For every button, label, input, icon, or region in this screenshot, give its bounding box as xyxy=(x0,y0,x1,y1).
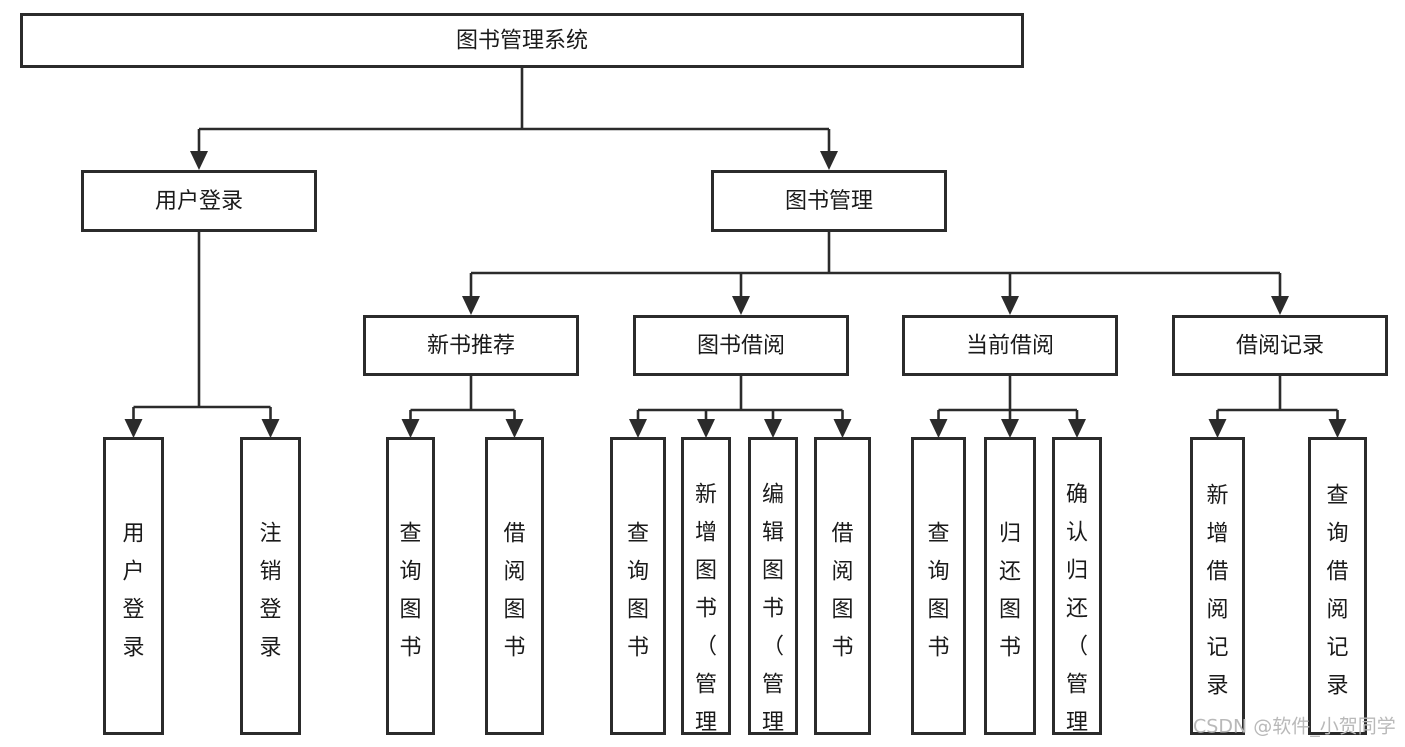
connector-layer xyxy=(124,68,1347,438)
node-label: 查询图书 xyxy=(399,521,421,660)
node-layer: 图书管理系统用户登录图书管理新书推荐图书借阅当前借阅借阅记录用户登录注销登录查询… xyxy=(20,13,1388,747)
node-box xyxy=(911,437,966,735)
node-label: 查询借阅记录 xyxy=(1326,483,1348,698)
node-label: 编辑图书（管理员） xyxy=(762,482,784,747)
node-label: 图书管理 xyxy=(785,189,873,214)
node-label: 注销登录 xyxy=(259,521,281,660)
node-box xyxy=(633,315,849,376)
diagram-node-leaf-1[interactable]: 注销登录 xyxy=(240,437,301,735)
node-label: 新书推荐 xyxy=(427,334,515,359)
node-box xyxy=(1052,437,1102,735)
node-label: 用户登录 xyxy=(122,521,144,660)
node-box xyxy=(681,437,731,735)
node-box xyxy=(748,437,798,735)
node-label: 查询图书 xyxy=(627,521,649,660)
diagram-node-root-0[interactable]: 图书管理系统 xyxy=(20,13,1024,68)
node-box xyxy=(386,437,435,735)
diagram-node-l3-1[interactable]: 图书借阅 xyxy=(633,315,849,376)
node-label: 借阅记录 xyxy=(1236,334,1324,359)
arrow-head-icon xyxy=(190,151,208,170)
node-box xyxy=(81,170,317,232)
diagram-node-leaf-5[interactable]: 新增图书（管理员） xyxy=(681,437,731,747)
node-box xyxy=(1190,437,1245,735)
node-box xyxy=(814,437,871,735)
diagram-node-l3-3[interactable]: 借阅记录 xyxy=(1172,315,1388,376)
node-box xyxy=(610,437,666,735)
node-box xyxy=(485,437,544,735)
node-box xyxy=(902,315,1118,376)
diagram-node-leaf-12[interactable]: 查询借阅记录 xyxy=(1308,437,1367,735)
diagram-node-l3-0[interactable]: 新书推荐 xyxy=(363,315,579,376)
node-box xyxy=(103,437,164,735)
arrow-head-icon xyxy=(732,296,750,315)
diagram-node-leaf-6[interactable]: 编辑图书（管理员） xyxy=(748,437,798,747)
diagram-node-leaf-4[interactable]: 查询图书 xyxy=(610,437,666,735)
node-box xyxy=(984,437,1036,735)
arrow-head-icon xyxy=(505,419,524,438)
diagram-node-leaf-7[interactable]: 借阅图书 xyxy=(814,437,871,735)
node-label: 归还图书 xyxy=(999,521,1021,660)
arrow-head-icon xyxy=(1001,419,1019,438)
diagram-node-leaf-3[interactable]: 借阅图书 xyxy=(485,437,544,735)
node-label: 用户登录 xyxy=(155,189,243,214)
diagram-node-l2-1[interactable]: 图书管理 xyxy=(711,170,947,232)
arrow-head-icon xyxy=(629,419,647,438)
arrow-head-icon xyxy=(929,419,948,438)
arrow-head-icon xyxy=(462,296,480,315)
arrow-head-icon xyxy=(697,419,715,438)
node-label: 确认归还（管理员） xyxy=(1066,482,1088,747)
arrow-head-icon xyxy=(1271,296,1289,315)
arrow-head-icon xyxy=(820,151,838,170)
arrow-head-icon xyxy=(1001,296,1019,315)
node-label: 新增图书（管理员） xyxy=(695,482,717,747)
node-label: 图书借阅 xyxy=(697,334,785,359)
node-label: 图书管理系统 xyxy=(456,29,588,54)
arrow-head-icon xyxy=(1068,419,1086,438)
node-box xyxy=(711,170,947,232)
diagram-node-leaf-0[interactable]: 用户登录 xyxy=(103,437,164,735)
node-label: 借阅图书 xyxy=(503,521,525,660)
diagram-node-leaf-10[interactable]: 确认归还（管理员） xyxy=(1052,437,1102,747)
node-box xyxy=(363,315,579,376)
arrow-head-icon xyxy=(401,419,420,438)
node-box xyxy=(20,13,1024,68)
node-label: 当前借阅 xyxy=(966,334,1054,359)
arrow-head-icon xyxy=(261,419,280,438)
diagram-node-l2-0[interactable]: 用户登录 xyxy=(81,170,317,232)
arrow-head-icon xyxy=(1328,419,1347,438)
diagram-node-leaf-9[interactable]: 归还图书 xyxy=(984,437,1036,735)
node-label: 借阅图书 xyxy=(831,521,853,660)
node-label: 新增借阅记录 xyxy=(1206,483,1228,698)
arrow-head-icon xyxy=(833,419,852,438)
node-box xyxy=(1308,437,1367,735)
node-label: 查询图书 xyxy=(927,521,949,660)
csdn-watermark: CSDN @软件_小贺同学 xyxy=(1193,716,1396,738)
arrow-head-icon xyxy=(764,419,782,438)
diagram-node-leaf-8[interactable]: 查询图书 xyxy=(911,437,966,735)
arrow-head-icon xyxy=(1208,419,1227,438)
diagram-node-l3-2[interactable]: 当前借阅 xyxy=(902,315,1118,376)
node-box xyxy=(240,437,301,735)
diagram-node-leaf-2[interactable]: 查询图书 xyxy=(386,437,435,735)
node-box xyxy=(1172,315,1388,376)
diagram-node-leaf-11[interactable]: 新增借阅记录 xyxy=(1190,437,1245,735)
arrow-head-icon xyxy=(124,419,143,438)
